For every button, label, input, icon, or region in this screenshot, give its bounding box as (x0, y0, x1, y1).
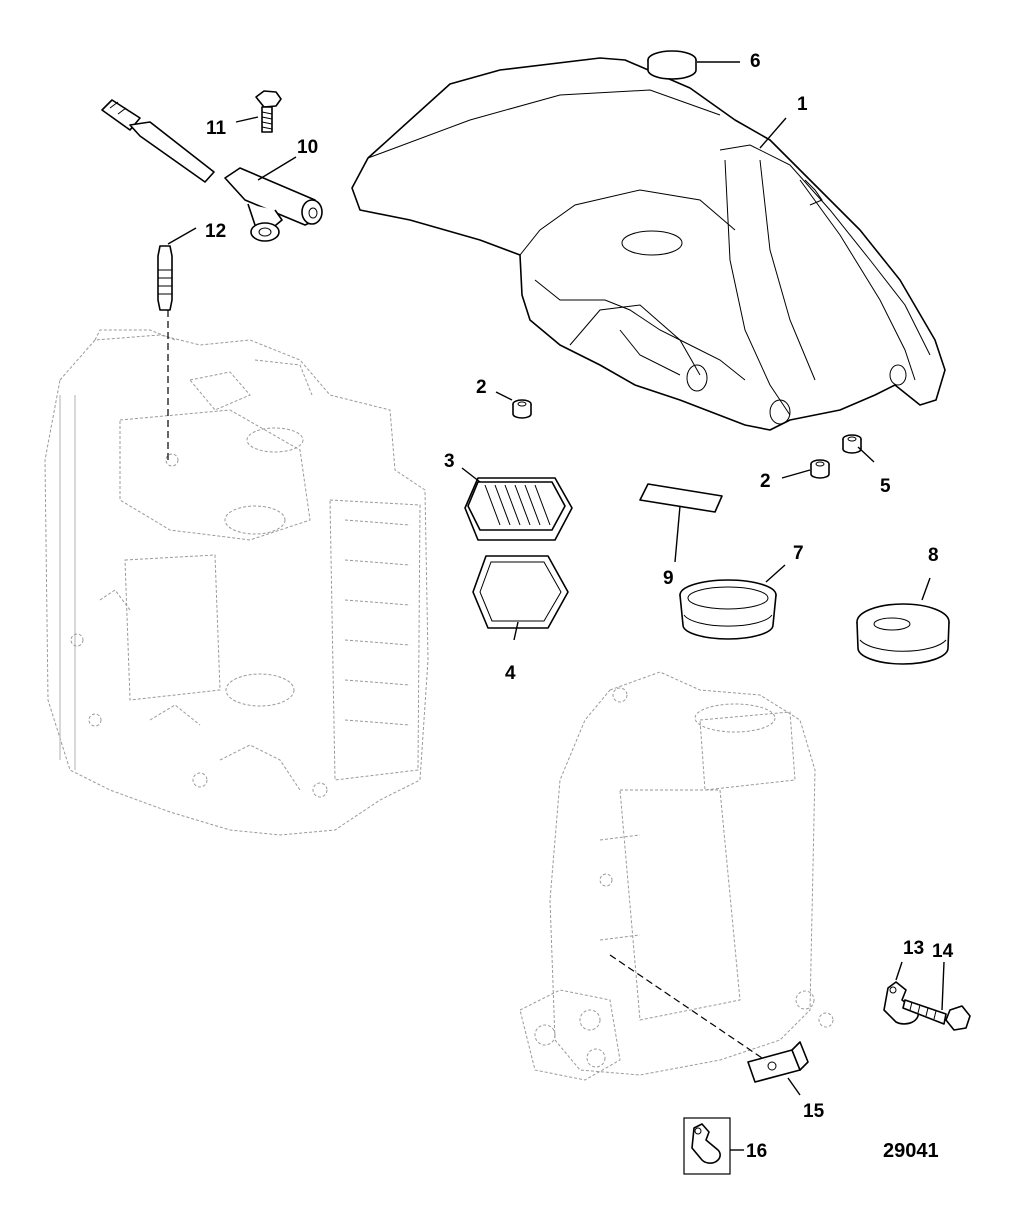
part-11-bolt (255, 90, 282, 133)
part-6-plug (647, 50, 697, 80)
part-1-cover (351, 57, 946, 431)
part-16-clip (683, 1117, 731, 1175)
callout-6: 6 (750, 51, 761, 72)
callout-2b: 2 (760, 471, 771, 492)
callout-15: 15 (803, 1101, 825, 1122)
part-9-label (639, 483, 723, 513)
callout-1: 1 (797, 94, 808, 115)
callout-4: 4 (505, 663, 516, 684)
callout-2a: 2 (476, 377, 487, 398)
part-8-seal (856, 603, 950, 665)
part-15-plate (747, 1041, 809, 1083)
part-10-sensor (101, 99, 323, 242)
engine-block (44, 329, 429, 836)
part-2-grommet-left (512, 399, 532, 419)
part-7-adapter (679, 579, 777, 640)
part-2-grommet-right (810, 459, 830, 479)
callout-7: 7 (793, 543, 804, 564)
callout-9: 9 (663, 568, 674, 589)
part-14-screw (902, 999, 971, 1031)
callout-5: 5 (880, 476, 891, 497)
part-3-filter (464, 477, 573, 541)
callout-13: 13 (903, 938, 924, 959)
part-4-gasket (472, 555, 569, 629)
intake-manifold (519, 671, 834, 1081)
callout-16: 16 (746, 1141, 767, 1162)
callout-11: 11 (206, 118, 227, 139)
part-5-grommet (842, 434, 862, 454)
leader-lines (167, 61, 945, 1151)
callout-10: 10 (297, 137, 318, 158)
callout-8: 8 (928, 545, 939, 566)
callout-12: 12 (205, 221, 226, 242)
figure-number: 29041 (883, 1140, 939, 1162)
part-12-fitting (157, 245, 173, 311)
callout-3: 3 (444, 451, 455, 472)
alignment-line-plate (609, 954, 766, 1061)
callout-14: 14 (932, 941, 954, 962)
